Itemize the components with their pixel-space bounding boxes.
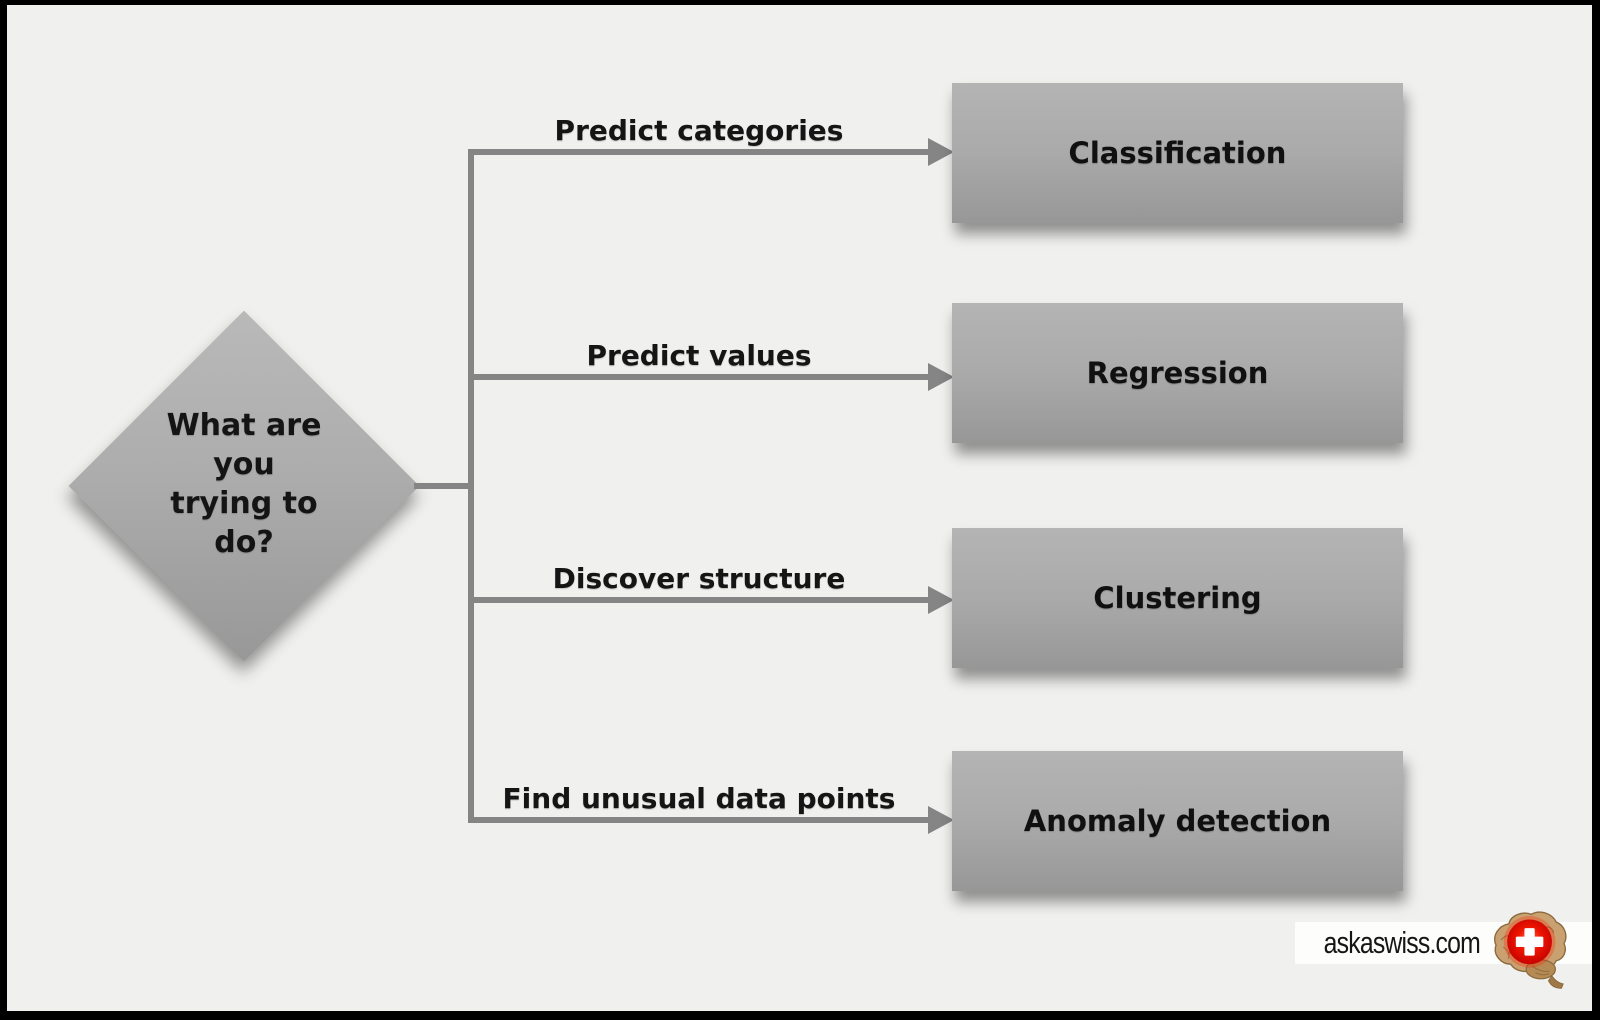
outcome-box-anomaly-detection: Anomaly detection xyxy=(952,751,1403,891)
branch-condition-label: Discover structure xyxy=(552,562,846,595)
watermark-site-text: askaswiss.com xyxy=(1323,925,1481,960)
diamond-connector-line xyxy=(414,483,472,489)
arrowhead-icon xyxy=(928,806,954,834)
outcome-box-clustering: Clustering xyxy=(952,528,1403,668)
arrowhead-icon xyxy=(928,586,954,614)
branch-condition-label: Predict categories xyxy=(554,114,844,147)
outcome-label: Clustering xyxy=(1093,581,1262,615)
arrowhead-icon xyxy=(928,363,954,391)
decision-question: What are you trying to do? xyxy=(64,404,424,564)
trunk-vertical-line xyxy=(468,149,474,823)
outcome-box-regression: Regression xyxy=(952,303,1403,443)
arrowhead-icon xyxy=(928,138,954,166)
outcome-label: Classification xyxy=(1068,136,1287,170)
decision-question-line: you xyxy=(213,447,275,482)
connector-line xyxy=(468,374,928,380)
decision-question-line: What are xyxy=(166,408,322,443)
connector-line xyxy=(468,817,928,823)
outcome-label: Regression xyxy=(1086,356,1269,390)
decision-question-line: do? xyxy=(214,525,274,560)
brain-swiss-cross-icon xyxy=(1494,911,1567,989)
branch-condition-label: Find unusual data points xyxy=(502,782,896,815)
outcome-label: Anomaly detection xyxy=(1023,804,1332,838)
branch-condition-label: Predict values xyxy=(586,339,812,372)
outcome-box-classification: Classification xyxy=(952,83,1403,223)
connector-line xyxy=(468,597,928,603)
connector-line xyxy=(468,149,928,155)
decision-question-line: trying to xyxy=(170,486,318,521)
